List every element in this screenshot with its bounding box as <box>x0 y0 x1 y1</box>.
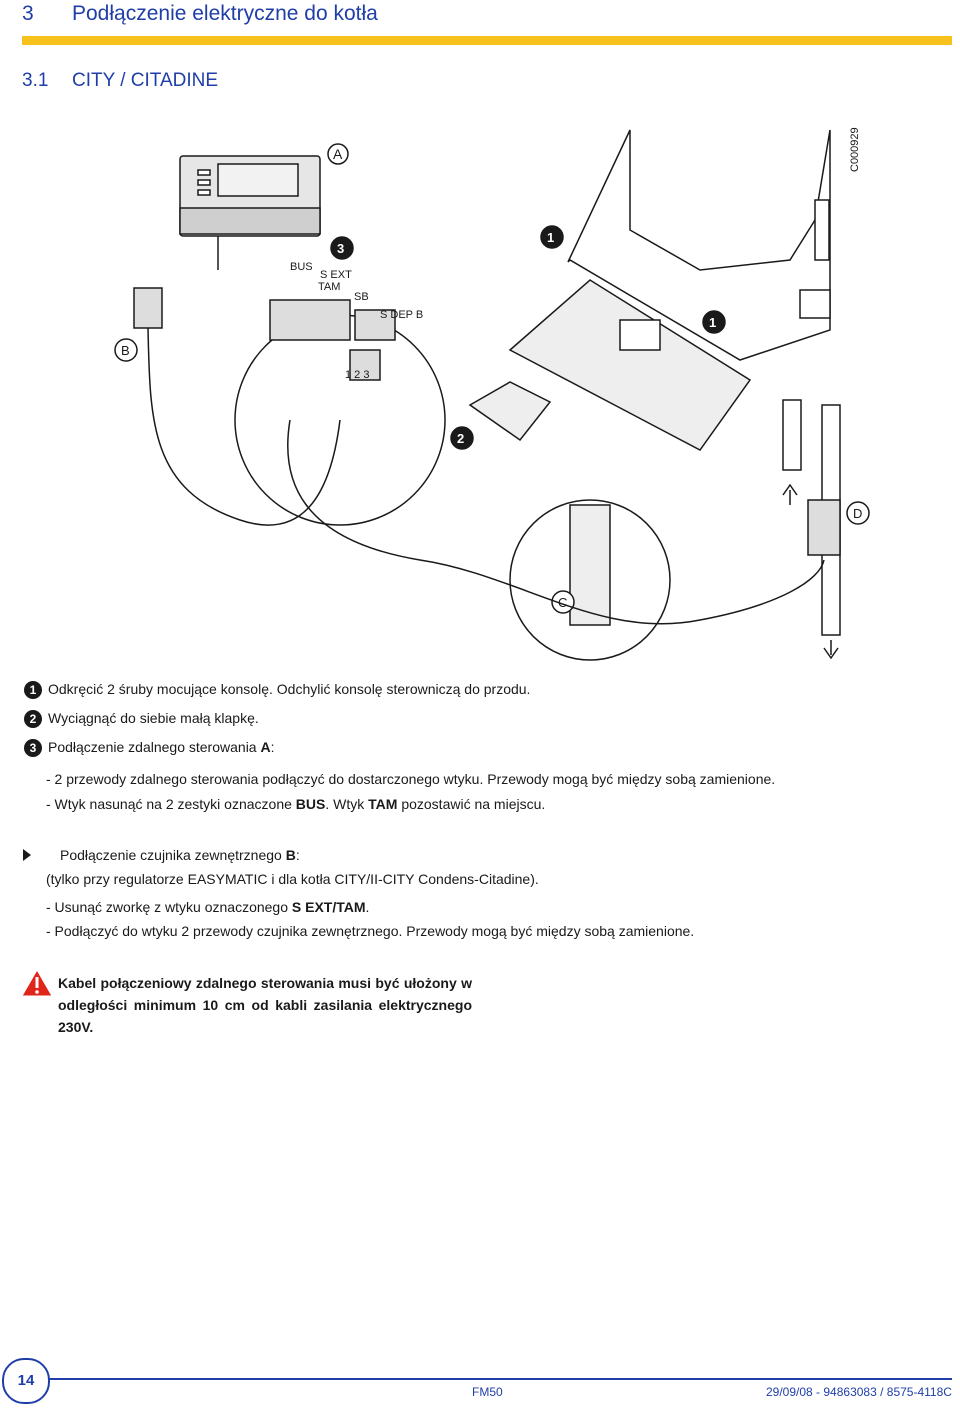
step-3-item-1: - 2 przewody zdalnego sterowania podłącz… <box>46 771 776 787</box>
page-number: 14 <box>2 1358 50 1404</box>
sensor-d <box>807 499 841 556</box>
step-3-text: Podłączenie zdalnego sterowania A: <box>48 739 275 755</box>
figure-code: C000929 <box>849 127 861 172</box>
step-3-item-2: - Wtyk nasunąć na 2 zestyki oznaczone BU… <box>46 796 546 812</box>
sensor-item-1: - Usunąć zworkę z wtyku oznaczonego S EX… <box>46 899 370 915</box>
sensor-item-2: - Podłączyć do wtyku 2 przewody czujnika… <box>46 923 695 939</box>
footer-doc: FM50 <box>472 1385 503 1399</box>
boiler-body <box>508 129 831 451</box>
callout-b: B <box>121 343 130 358</box>
label-123: 1 2 3 <box>345 369 369 381</box>
step-2-badge: 2 <box>24 710 42 728</box>
step-1-text: Odkręcić 2 śruby mocujące konsolę. Odchy… <box>48 681 531 697</box>
warning-text: Kabel połączeniowy zdalnego sterowania m… <box>58 975 472 1035</box>
heading-rule <box>22 36 952 45</box>
section-title: Podłączenie elektryczne do kotła <box>72 2 378 25</box>
subsection-number: 3.1 <box>22 70 49 91</box>
warning-triangle-icon <box>21 968 53 997</box>
label-s-dep-b: S DEP B <box>380 309 423 321</box>
remote-control <box>179 155 321 270</box>
subsection-heading: 3.1 CITY / CITADINE <box>22 70 218 92</box>
callout-2: 2 <box>457 431 464 446</box>
callout-1a: 1 <box>547 230 554 245</box>
bullet-arrow-icon <box>23 849 31 861</box>
step-1-badge: 1 <box>24 681 42 699</box>
flap <box>468 381 552 442</box>
callout-1b: 1 <box>709 315 716 330</box>
label-s-ext: S EXT <box>320 269 352 281</box>
step-3-badge: 3 <box>24 739 42 757</box>
step-2-text: Wyciągnąć do siebie małą klapkę. <box>48 710 259 726</box>
sensor-note: (tylko przy regulatorze EASYMATIC i dla … <box>46 871 539 887</box>
wiring-diagram: C000929 A BUS S EXT TAM SB S DEP B 1 2 3… <box>114 127 870 661</box>
sensor-title: Podłączenie czujnika zewnętrznego B: <box>60 847 300 863</box>
callout-3: 3 <box>337 241 344 256</box>
callout-a: A <box>333 146 343 162</box>
label-bus: BUS <box>290 261 313 273</box>
outdoor-sensor <box>133 287 341 526</box>
footer-ref: 29/09/08 - 94863083 / 8575-4118C <box>766 1385 952 1399</box>
label-tam: TAM <box>318 281 340 293</box>
section-heading: 3 Podłączenie elektryczne do kotła <box>22 2 378 26</box>
section-number: 3 <box>22 2 34 25</box>
footer-rule <box>46 1378 952 1380</box>
label-sb: SB <box>354 291 369 303</box>
callout-d: D <box>853 506 862 521</box>
terminal-zoom: BUS S EXT TAM SB S DEP B 1 2 3 <box>234 261 446 526</box>
callout-c: C <box>558 595 567 610</box>
subsection-title: CITY / CITADINE <box>72 70 219 91</box>
